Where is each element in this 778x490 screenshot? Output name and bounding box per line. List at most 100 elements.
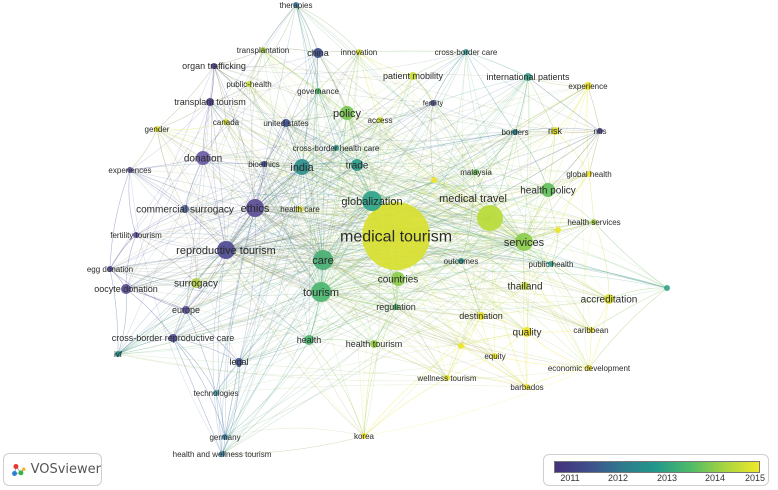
node-public-health[interactable] xyxy=(246,81,252,87)
node-cross-border-health-care[interactable] xyxy=(333,145,339,151)
node-egg-donation[interactable] xyxy=(107,266,113,272)
node-label[interactable]: caribbean xyxy=(573,326,608,335)
node-services[interactable] xyxy=(515,233,533,251)
node-therapies[interactable] xyxy=(293,2,299,8)
node-label[interactable]: health care xyxy=(280,205,320,214)
node-label[interactable]: destination xyxy=(459,311,503,321)
node-label[interactable]: outcomes xyxy=(444,257,479,266)
node-label[interactable]: surrogacy xyxy=(174,279,218,290)
node-legal[interactable] xyxy=(235,358,243,366)
node-label[interactable]: equity xyxy=(484,352,505,361)
node-label[interactable]: egg donation xyxy=(87,265,133,274)
node-trade[interactable] xyxy=(351,159,363,171)
node-transplant-tourism[interactable] xyxy=(206,98,214,106)
vosviewer-logo[interactable]: VOSviewer xyxy=(3,453,102,486)
node-ivf[interactable] xyxy=(115,351,121,357)
node-oocyte-donation[interactable] xyxy=(121,284,131,294)
node-label[interactable]: medical travel xyxy=(439,193,507,205)
node-experiences[interactable] xyxy=(127,167,133,173)
node-label[interactable]: policy xyxy=(333,108,362,120)
node-label[interactable]: medical tourism xyxy=(340,229,452,246)
node-health-and-wellness-tourism[interactable] xyxy=(219,451,225,457)
node-malaysia[interactable] xyxy=(473,169,479,175)
node-health[interactable] xyxy=(304,335,314,345)
node-label[interactable]: services xyxy=(504,237,545,249)
node-label[interactable]: donation xyxy=(184,154,222,165)
node-label[interactable]: countries xyxy=(378,275,419,286)
node-united-states[interactable] xyxy=(282,119,290,127)
node-label[interactable]: quality xyxy=(513,328,542,339)
node-label[interactable]: international patients xyxy=(486,72,570,82)
node-label[interactable]: wellness tourism xyxy=(416,374,476,383)
node-label[interactable]: accreditation xyxy=(581,295,638,306)
node-label[interactable]: fertility xyxy=(423,100,444,107)
node-mid-point[interactable] xyxy=(431,177,437,183)
node-label[interactable]: gender xyxy=(145,125,170,134)
node-health-services[interactable] xyxy=(591,219,597,225)
node-label[interactable]: germany xyxy=(209,433,240,442)
node-economic-development[interactable] xyxy=(586,365,592,371)
node-label[interactable]: borders xyxy=(501,128,528,137)
node-organ-trafficking[interactable] xyxy=(211,63,217,69)
node-wellness-tourism[interactable] xyxy=(444,375,450,381)
node-medical-travel-hub[interactable] xyxy=(477,205,503,231)
node-label[interactable]: cross-border care xyxy=(435,48,498,57)
node-label[interactable]: cross-border reproductive care xyxy=(112,333,235,343)
node-bioethics[interactable] xyxy=(261,161,267,167)
node-label[interactable]: experience xyxy=(568,82,608,91)
node-label[interactable]: experiences xyxy=(108,166,151,175)
node-label[interactable]: bioethics xyxy=(248,160,280,169)
node-label[interactable]: health tourism xyxy=(346,339,403,349)
node-health-care[interactable] xyxy=(297,206,303,212)
node-germany[interactable] xyxy=(222,434,228,440)
node-reproductive-tourism[interactable] xyxy=(217,241,235,259)
node-label[interactable]: cross-border health care xyxy=(293,144,380,153)
node-europe[interactable] xyxy=(182,306,190,314)
node-access[interactable] xyxy=(377,117,383,123)
node-label[interactable]: malaysia xyxy=(460,168,492,177)
node-label[interactable]: legal xyxy=(229,357,248,367)
node-cross-border-reproductive-care[interactable] xyxy=(169,334,177,342)
node-edge-point[interactable] xyxy=(664,285,670,291)
node-label[interactable]: regulation xyxy=(376,302,416,312)
node-medical-tourism[interactable] xyxy=(362,202,430,270)
node-label[interactable]: economic development xyxy=(548,364,631,373)
node-health-policy[interactable] xyxy=(541,183,555,197)
node-label[interactable]: organ trafficking xyxy=(182,61,246,71)
node-caribbean[interactable] xyxy=(588,327,594,333)
node-barbados[interactable] xyxy=(524,384,530,390)
node-label[interactable]: innovation xyxy=(341,48,377,57)
node-label[interactable]: reproductive tourism xyxy=(176,245,276,257)
node-label[interactable]: health and wellness tourism xyxy=(173,450,272,459)
node-tourism[interactable] xyxy=(311,282,331,302)
node-label[interactable]: europe xyxy=(172,305,200,315)
node-commercial-surrogacy[interactable] xyxy=(181,205,189,213)
node-countries[interactable] xyxy=(391,272,405,286)
node-label[interactable]: commercial surrogacy xyxy=(136,205,234,216)
node-label[interactable]: ethics xyxy=(241,203,270,215)
node-label[interactable]: risk xyxy=(548,126,562,136)
node-outcomes[interactable] xyxy=(458,258,464,264)
node-label[interactable]: health xyxy=(297,335,322,345)
node-label[interactable]: governance xyxy=(297,87,339,96)
node-label[interactable]: barbados xyxy=(510,383,543,392)
node-label[interactable]: nhs xyxy=(594,127,607,136)
node-label[interactable]: therapies xyxy=(280,1,313,10)
node-policy[interactable] xyxy=(340,106,354,120)
node-label[interactable]: india xyxy=(290,162,314,174)
node-china[interactable] xyxy=(313,48,323,58)
node-label[interactable]: united states xyxy=(263,119,308,128)
node-health-tourism[interactable] xyxy=(370,340,378,348)
node-accreditation[interactable] xyxy=(604,294,614,304)
node-label[interactable]: china xyxy=(307,48,329,58)
node-label[interactable]: public health xyxy=(529,260,574,269)
node-globalization[interactable] xyxy=(362,191,382,211)
node-public-health[interactable] xyxy=(548,261,554,267)
node-mid-point-2[interactable] xyxy=(458,343,464,349)
node-gender[interactable] xyxy=(154,126,160,132)
node-label[interactable]: canada xyxy=(213,118,240,127)
node-destination[interactable] xyxy=(477,312,485,320)
node-nhs[interactable] xyxy=(597,128,603,134)
node-label[interactable]: transplantation xyxy=(237,46,289,55)
node-canada[interactable] xyxy=(223,119,229,125)
